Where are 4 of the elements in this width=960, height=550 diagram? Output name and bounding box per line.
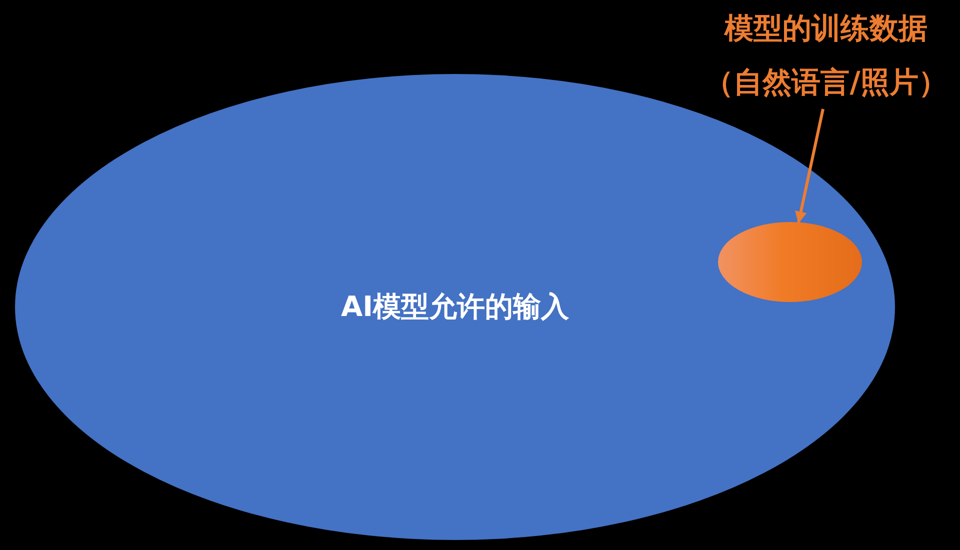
- callout-label: 模型的训练数据（自然语言/照片）: [692, 1, 960, 109]
- ellipse-label: AI模型允许的输入: [340, 290, 570, 324]
- leader-arrow: [795, 108, 824, 224]
- inner-ellipse: [718, 222, 862, 302]
